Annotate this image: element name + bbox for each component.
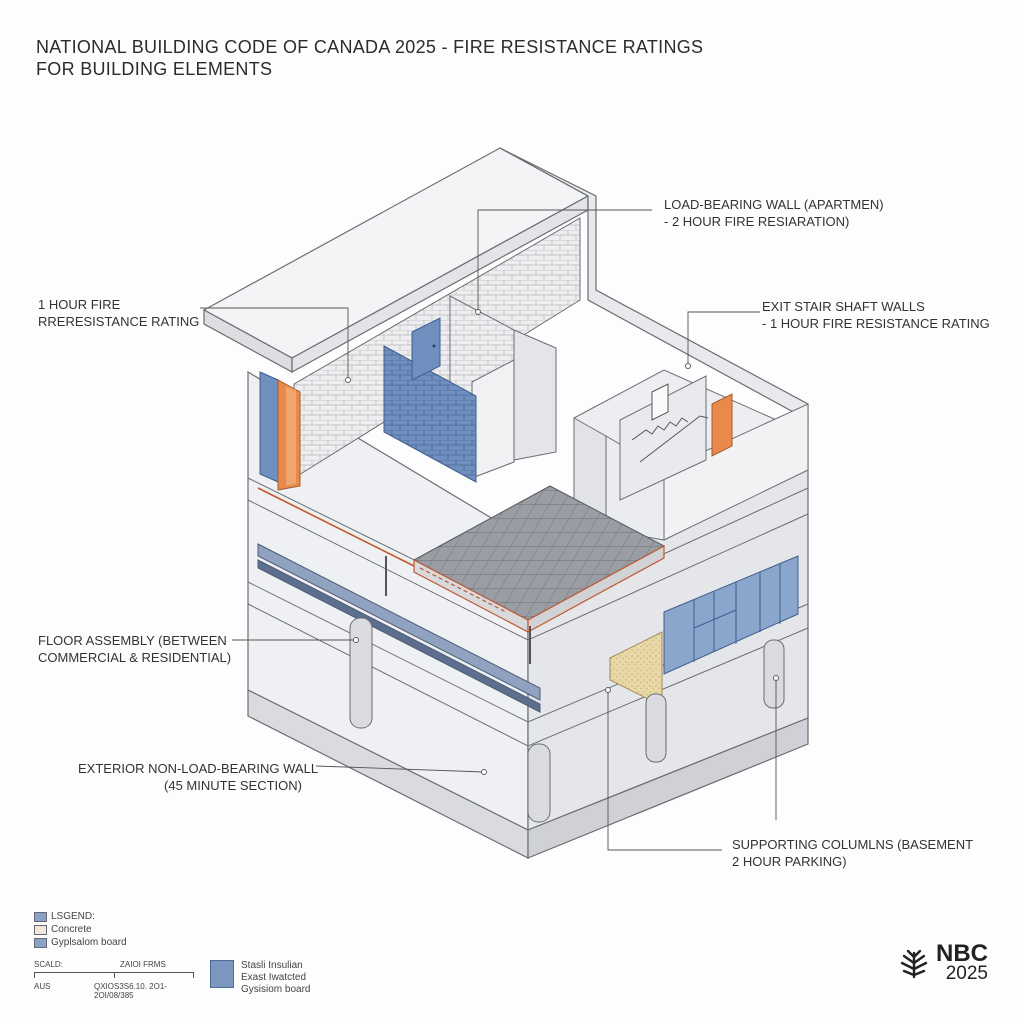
stair-flights	[631, 417, 689, 441]
base-slab-right	[527, 717, 809, 859]
callout-exterior-wall: EXTERIOR NON-LOAD-BEARING WALL (45 MINUT…	[78, 761, 319, 793]
callout-supporting-columns: SUPPORTING COLUMLNS (BASEMENT 2 HOUR PAR…	[732, 837, 974, 869]
logo-name: NBC	[936, 940, 988, 967]
key-line-1: Stasli Insulian	[241, 960, 303, 971]
fire-rated-column-orange	[259, 371, 301, 491]
logo-year: 2025	[945, 963, 988, 984]
callout-floor-assembly: FLOOR ASSEMBLY (BETWEEN COMMERCIAL & RES…	[38, 633, 232, 665]
scale-bottom-right: QXIOS3S6.10. 2O1-2OI/08/385	[94, 982, 167, 1000]
steel-beam	[257, 543, 541, 713]
title-line-2: FOR BUILDING ELEMENTS	[36, 59, 273, 79]
callout-load-bearing-wall: LOAD-BEARING WALL (APARTMEN) - 2 HOUR FI…	[664, 197, 884, 229]
legend-item-concrete: Concrete	[51, 924, 92, 935]
apartment-door	[411, 317, 441, 381]
column-2	[527, 743, 551, 823]
material-key: Stasli Insulian Exast Iwatcted Gysisiom …	[210, 960, 310, 996]
scale-line	[34, 972, 194, 981]
key-swatch	[210, 960, 234, 988]
column-4	[763, 639, 785, 709]
callout-leader-lines	[200, 209, 777, 851]
column-1	[349, 617, 373, 729]
legend-concrete-swatch	[34, 924, 47, 935]
scale-bottom-left: AUS	[34, 982, 51, 991]
exit-door-orange	[711, 393, 733, 457]
floor-assembly	[257, 485, 666, 664]
legend-heading: LSGEND:	[51, 911, 95, 922]
scale-label-right: ZAIOI FRMS	[120, 960, 166, 969]
legend: LSGEND: Concrete Gyplsalom board	[34, 910, 127, 949]
maple-leaf-icon	[900, 949, 928, 979]
leader-dots	[345, 309, 779, 775]
callout-one-hour-rating: 1 HOUR FIRE RRERESISTANCE RATING	[38, 297, 200, 329]
column-3	[645, 693, 667, 763]
callout-exit-stair-shaft: EXIT STAIR SHAFT WALLS - 1 HOUR FIRE RES…	[762, 299, 990, 331]
key-line-3: Gysisiom board	[241, 984, 311, 995]
brick-partition	[513, 329, 557, 461]
page-title: NATIONAL BUILDING CODE OF CANADA 2025 - …	[36, 36, 703, 80]
storefront-windows	[663, 555, 799, 675]
nbc-logo: NBC 2025	[898, 940, 988, 984]
gypsum-blue-wall	[383, 345, 477, 483]
legend-item-gypsum: Gyplsalom board	[51, 937, 127, 948]
legend-gypsum-swatch	[34, 937, 47, 948]
legend-heading-swatch	[34, 911, 47, 922]
stair-opening	[619, 375, 707, 501]
title-line-1: NATIONAL BUILDING CODE OF CANADA 2025 - …	[36, 37, 704, 57]
scale-label: SCALD:	[34, 960, 63, 969]
supporting-columns	[349, 617, 785, 823]
stair-door-upper	[651, 383, 669, 421]
exit-stair-shaft	[573, 369, 809, 541]
key-line-2: Exast Iwatcted	[241, 972, 307, 983]
